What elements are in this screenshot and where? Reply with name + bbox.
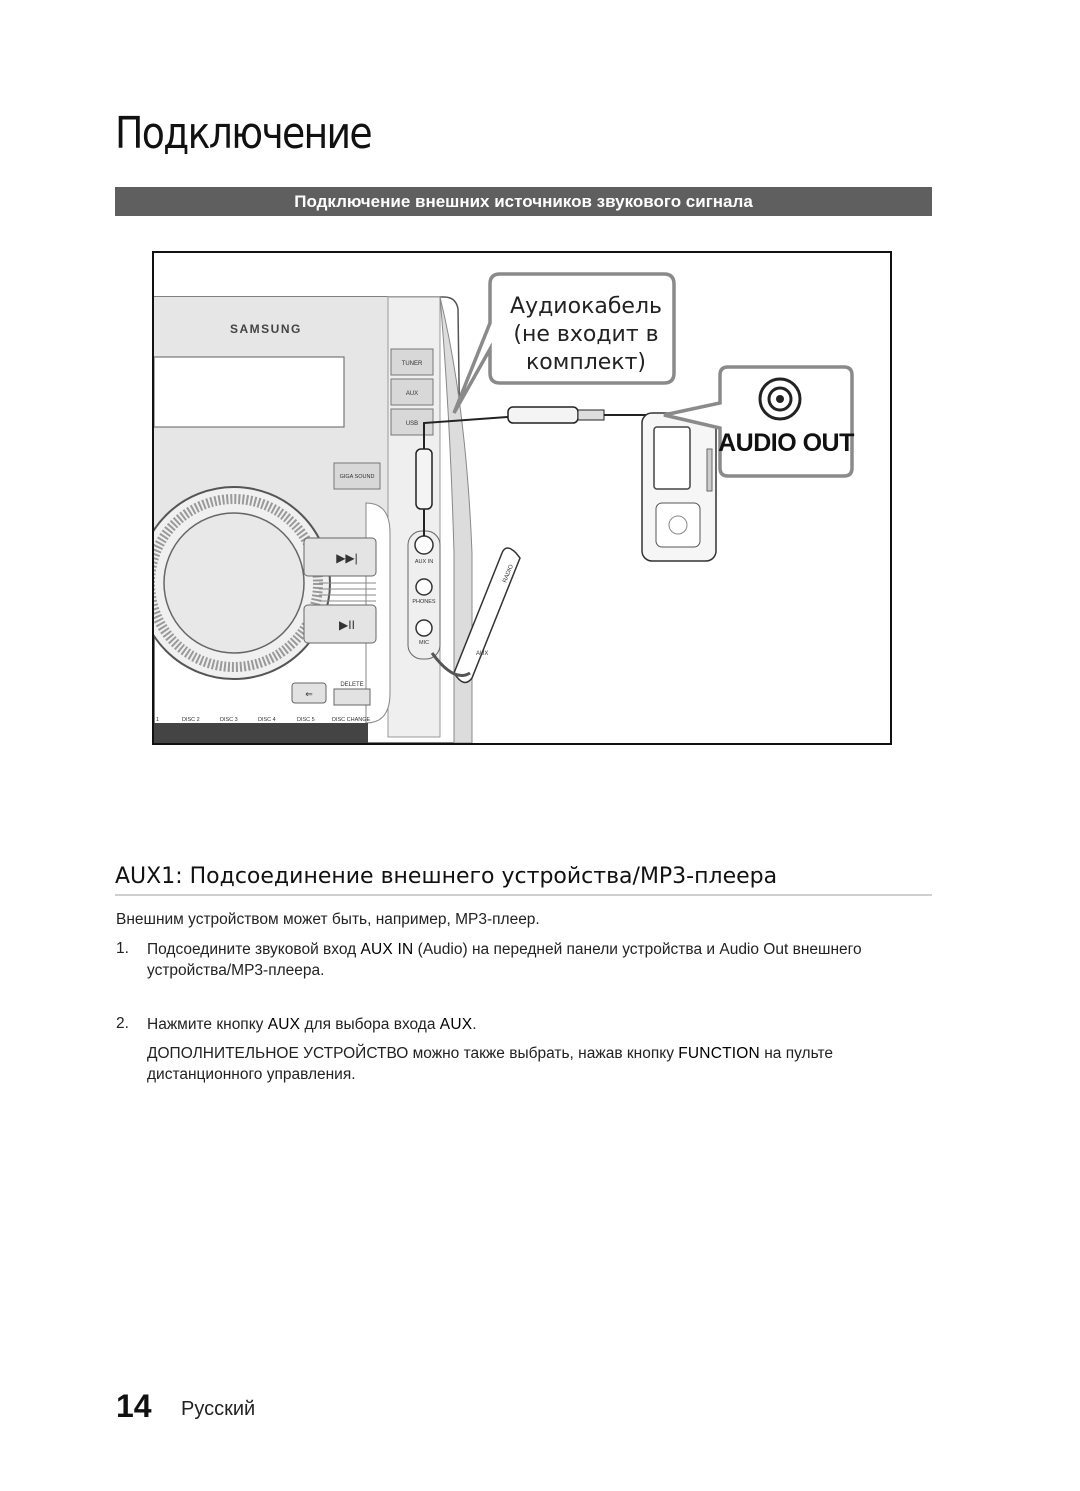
disc-2-label: DISC 2 — [182, 717, 200, 723]
note-keyword-function: FUNCTION — [678, 1045, 760, 1062]
step-1-line-2: устройства/MP3-плеера. — [147, 962, 325, 979]
mp3-center-button — [668, 515, 688, 535]
delete-label: DELETE — [340, 682, 363, 688]
page-language: Русский — [181, 1398, 256, 1420]
mp3-screen — [653, 426, 691, 490]
step-2-keyword-aux-button: AUX — [267, 1016, 301, 1033]
step-1-part-2: (Audio) на передней панели устройства и … — [413, 941, 862, 958]
remote-aux-label: AUX — [476, 651, 488, 657]
play-pause-button — [303, 604, 377, 644]
mp3-control-pad — [655, 502, 701, 548]
cable-plug-vertical — [415, 448, 433, 510]
step-2-number: 2. — [116, 1015, 129, 1032]
giga-sound-button — [333, 462, 381, 490]
usb-port-icon: ⇐ — [305, 689, 313, 699]
disc-4-label: DISC 4 — [258, 717, 276, 723]
volume-dial-ring — [154, 494, 323, 672]
aux-in-label: AUX IN — [415, 559, 433, 565]
diagram-svg: SAMSUNG TUNER AUX USB GIGA SOUND ▶▶| ▶II… — [154, 272, 855, 743]
note-line-2: дистанционного управления. — [147, 1066, 356, 1083]
subsection-heading: AUX1: Подсоединение внешнего устройства/… — [115, 864, 778, 889]
usb-port — [291, 682, 327, 704]
cable-plug-horizontal — [507, 406, 579, 424]
step-1-number: 1. — [116, 940, 129, 957]
audio-out-callout — [663, 365, 854, 478]
step-1-part-1: Подсоедините звуковой вход — [147, 941, 361, 958]
aux-button — [390, 378, 434, 406]
remote-stick — [453, 547, 521, 684]
tuner-label: TUNER — [402, 361, 423, 367]
disc-change-label: DISC CHANGE — [332, 717, 371, 723]
callout-line-2: (не входит в — [513, 322, 658, 347]
cable-plug-tip — [577, 409, 605, 421]
giga-sound-label: GIGA SOUND — [340, 474, 375, 480]
note-text: ДОПОЛНИТЕЛЬНОЕ УСТРОЙСТВО можно также вы… — [147, 1043, 937, 1085]
cable-callout-bubble — [452, 272, 676, 414]
usb-label: USB — [406, 421, 418, 427]
intro-text: Внешним устройством может быть, например… — [116, 911, 540, 928]
section-heading-bar: Подключение внешних источников звукового… — [115, 187, 932, 216]
volume-dial-center — [163, 512, 305, 654]
note-part-2: на пульте — [759, 1045, 833, 1062]
step-2-text: Нажмите кнопку AUX для выбора входа AUX. — [147, 1014, 937, 1035]
page-title: Подключение — [115, 108, 373, 159]
callout-line-1: Аудиокабель — [510, 294, 662, 319]
skip-button — [303, 537, 377, 577]
mic-jack — [415, 619, 433, 637]
subsection-rule — [115, 894, 932, 896]
dial-ribs — [319, 582, 376, 602]
step-2-part-2: для выбора входа — [300, 1016, 440, 1033]
step-2-part-1: Нажмите кнопку — [147, 1016, 268, 1033]
disc-3-label: DISC 3 — [220, 717, 238, 723]
connection-diagram: SAMSUNG TUNER AUX USB GIGA SOUND ▶▶| ▶II… — [152, 251, 892, 745]
callout-line-3: комплект) — [526, 350, 646, 375]
skip-icon: ▶▶| — [336, 551, 358, 565]
step-2-keyword-aux-input: AUX — [439, 1016, 473, 1033]
step-2-part-3: . — [472, 1016, 477, 1033]
page-number: 14 — [116, 1388, 152, 1424]
brand-logo: SAMSUNG — [230, 322, 302, 336]
disc-button-row — [154, 723, 368, 743]
side-panel — [439, 296, 473, 743]
disc-1-label: 1 — [156, 717, 159, 723]
aux-in-jack — [414, 535, 434, 555]
disc-5-label: DISC 5 — [297, 717, 315, 723]
tuner-button — [390, 348, 434, 376]
audio-out-label: AUDIO OUT — [718, 429, 854, 457]
display-window — [154, 356, 345, 428]
mp3-side-slider — [706, 448, 713, 492]
delete-button — [333, 688, 371, 706]
step-1-keyword-aux-in: AUX IN — [360, 941, 414, 958]
play-pause-icon: ▶II — [339, 618, 355, 632]
remote-wire — [430, 652, 471, 677]
aux-label: AUX — [406, 391, 418, 397]
note-part-1: ДОПОЛНИТЕЛЬНОЕ УСТРОЙСТВО можно также вы… — [147, 1045, 679, 1062]
phones-label: PHONES — [412, 599, 436, 605]
step-1-text: Подсоедините звуковой вход AUX IN (Audio… — [147, 939, 937, 981]
phones-jack — [415, 578, 433, 596]
mic-label: MIC — [419, 640, 429, 646]
